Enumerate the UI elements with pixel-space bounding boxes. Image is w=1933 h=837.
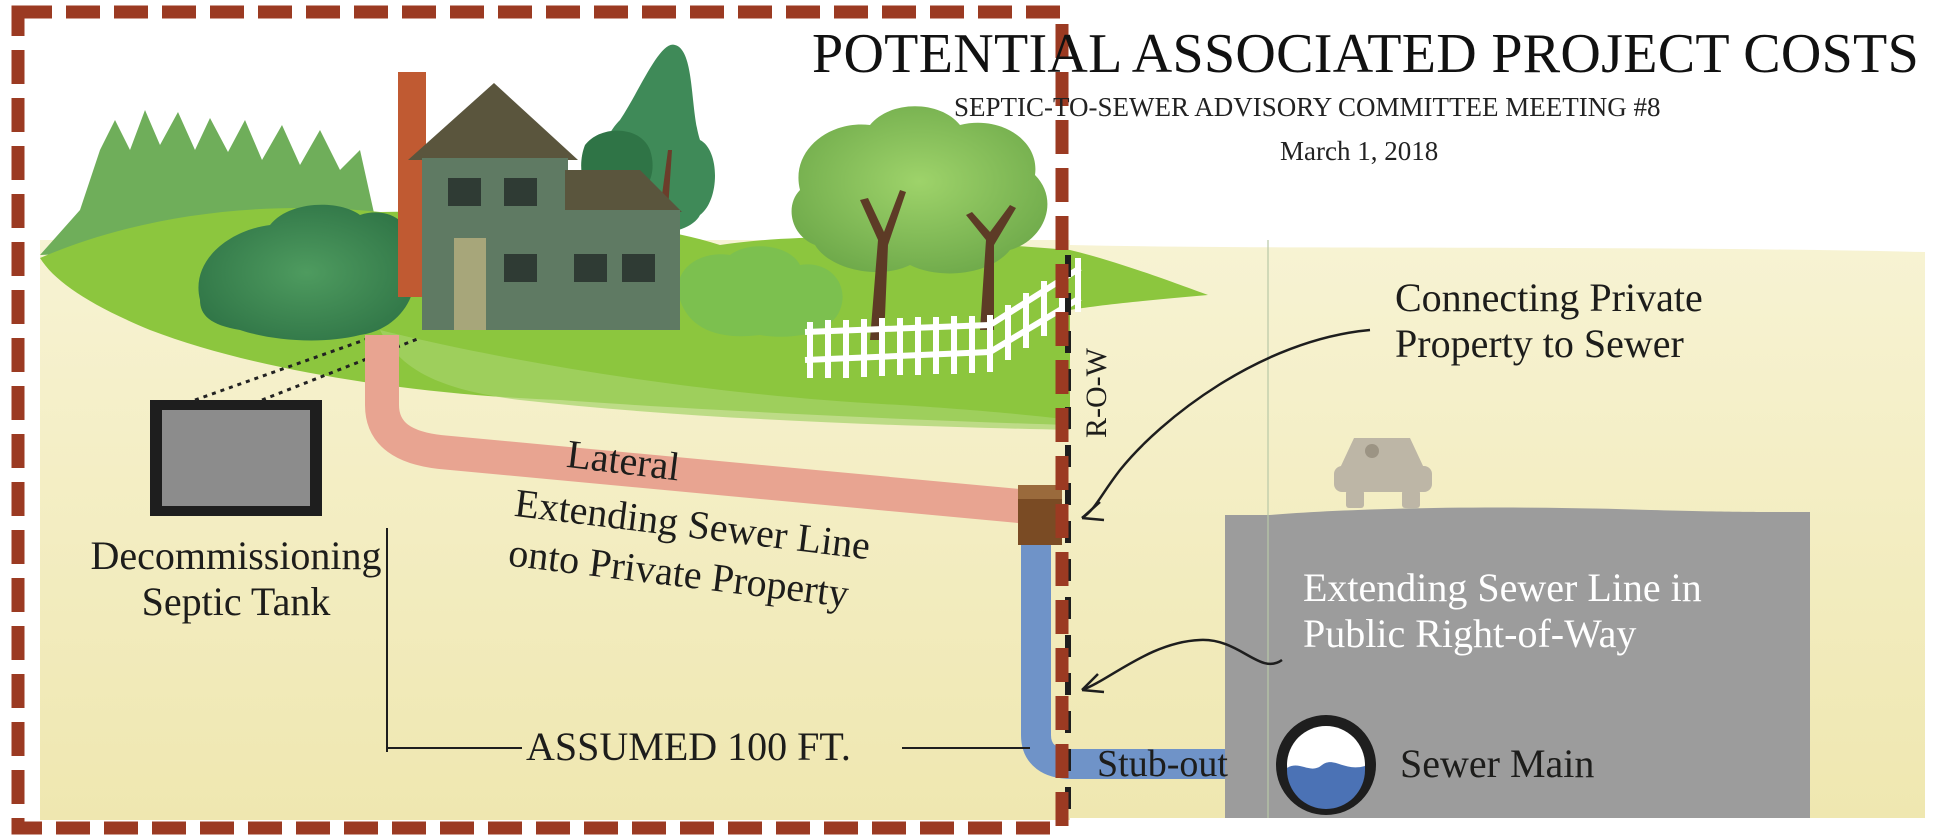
label-connecting-private-property: Connecting Private Property to Sewer xyxy=(1395,275,1703,367)
label-public-right-of-way: Extending Sewer Line in Public Right-of-… xyxy=(1303,565,1702,657)
house-upper xyxy=(422,158,568,278)
window xyxy=(574,254,607,282)
window xyxy=(504,254,537,282)
septic-tank-inner xyxy=(162,410,310,506)
arrow-connecting xyxy=(1081,328,1371,520)
cleanout-top xyxy=(1018,485,1062,499)
tree-trunk-1 xyxy=(860,190,906,340)
bush-right xyxy=(678,246,843,337)
window xyxy=(448,178,481,206)
label-line: Septic Tank xyxy=(141,579,331,624)
front-door xyxy=(454,238,486,330)
window xyxy=(504,178,537,206)
label-sewer-main: Sewer Main xyxy=(1400,741,1595,786)
house-wing-roof xyxy=(565,170,682,212)
label-line: Connecting Private xyxy=(1395,275,1703,320)
label-assumed-length: ASSUMED 100 FT. xyxy=(526,724,851,769)
bush-left xyxy=(198,204,415,341)
public-right-of-way xyxy=(1225,507,1810,818)
highlight-dashed-border xyxy=(11,5,1069,835)
label-line: Public Right-of-Way xyxy=(1303,611,1637,656)
service-pipe xyxy=(1021,545,1290,779)
tree-right-canopy xyxy=(791,106,1048,274)
septic-dotted-line xyxy=(194,336,371,402)
meeting-date: March 1, 2018 xyxy=(1280,136,1439,166)
page-title: POTENTIAL ASSOCIATED PROJECT COSTS xyxy=(812,23,1920,85)
arrow-public-row xyxy=(1081,638,1283,692)
window xyxy=(622,254,655,282)
page-subtitle: SEPTIC-TO-SEWER ADVISORY COMMITTEE MEETI… xyxy=(954,92,1661,122)
label-line: Extending Sewer Line in xyxy=(1303,565,1702,610)
car-icon xyxy=(1334,438,1432,508)
sewer-main-flow xyxy=(1287,762,1365,809)
tree-trunk-2 xyxy=(966,205,1016,330)
label-row: R-O-W xyxy=(1080,348,1113,438)
septic-dotted-line xyxy=(261,336,421,402)
house-roof xyxy=(408,83,578,160)
label-stub-out: Stub-out xyxy=(1097,743,1228,785)
lateral-pipe xyxy=(365,335,1042,525)
grass-foreground xyxy=(380,330,1070,430)
label-line: Decommissioning xyxy=(90,533,382,578)
label-line: Property to Sewer xyxy=(1395,321,1684,366)
chimney xyxy=(398,72,426,297)
label-decommissioning-septic: Decommissioning Septic Tank xyxy=(70,533,402,625)
